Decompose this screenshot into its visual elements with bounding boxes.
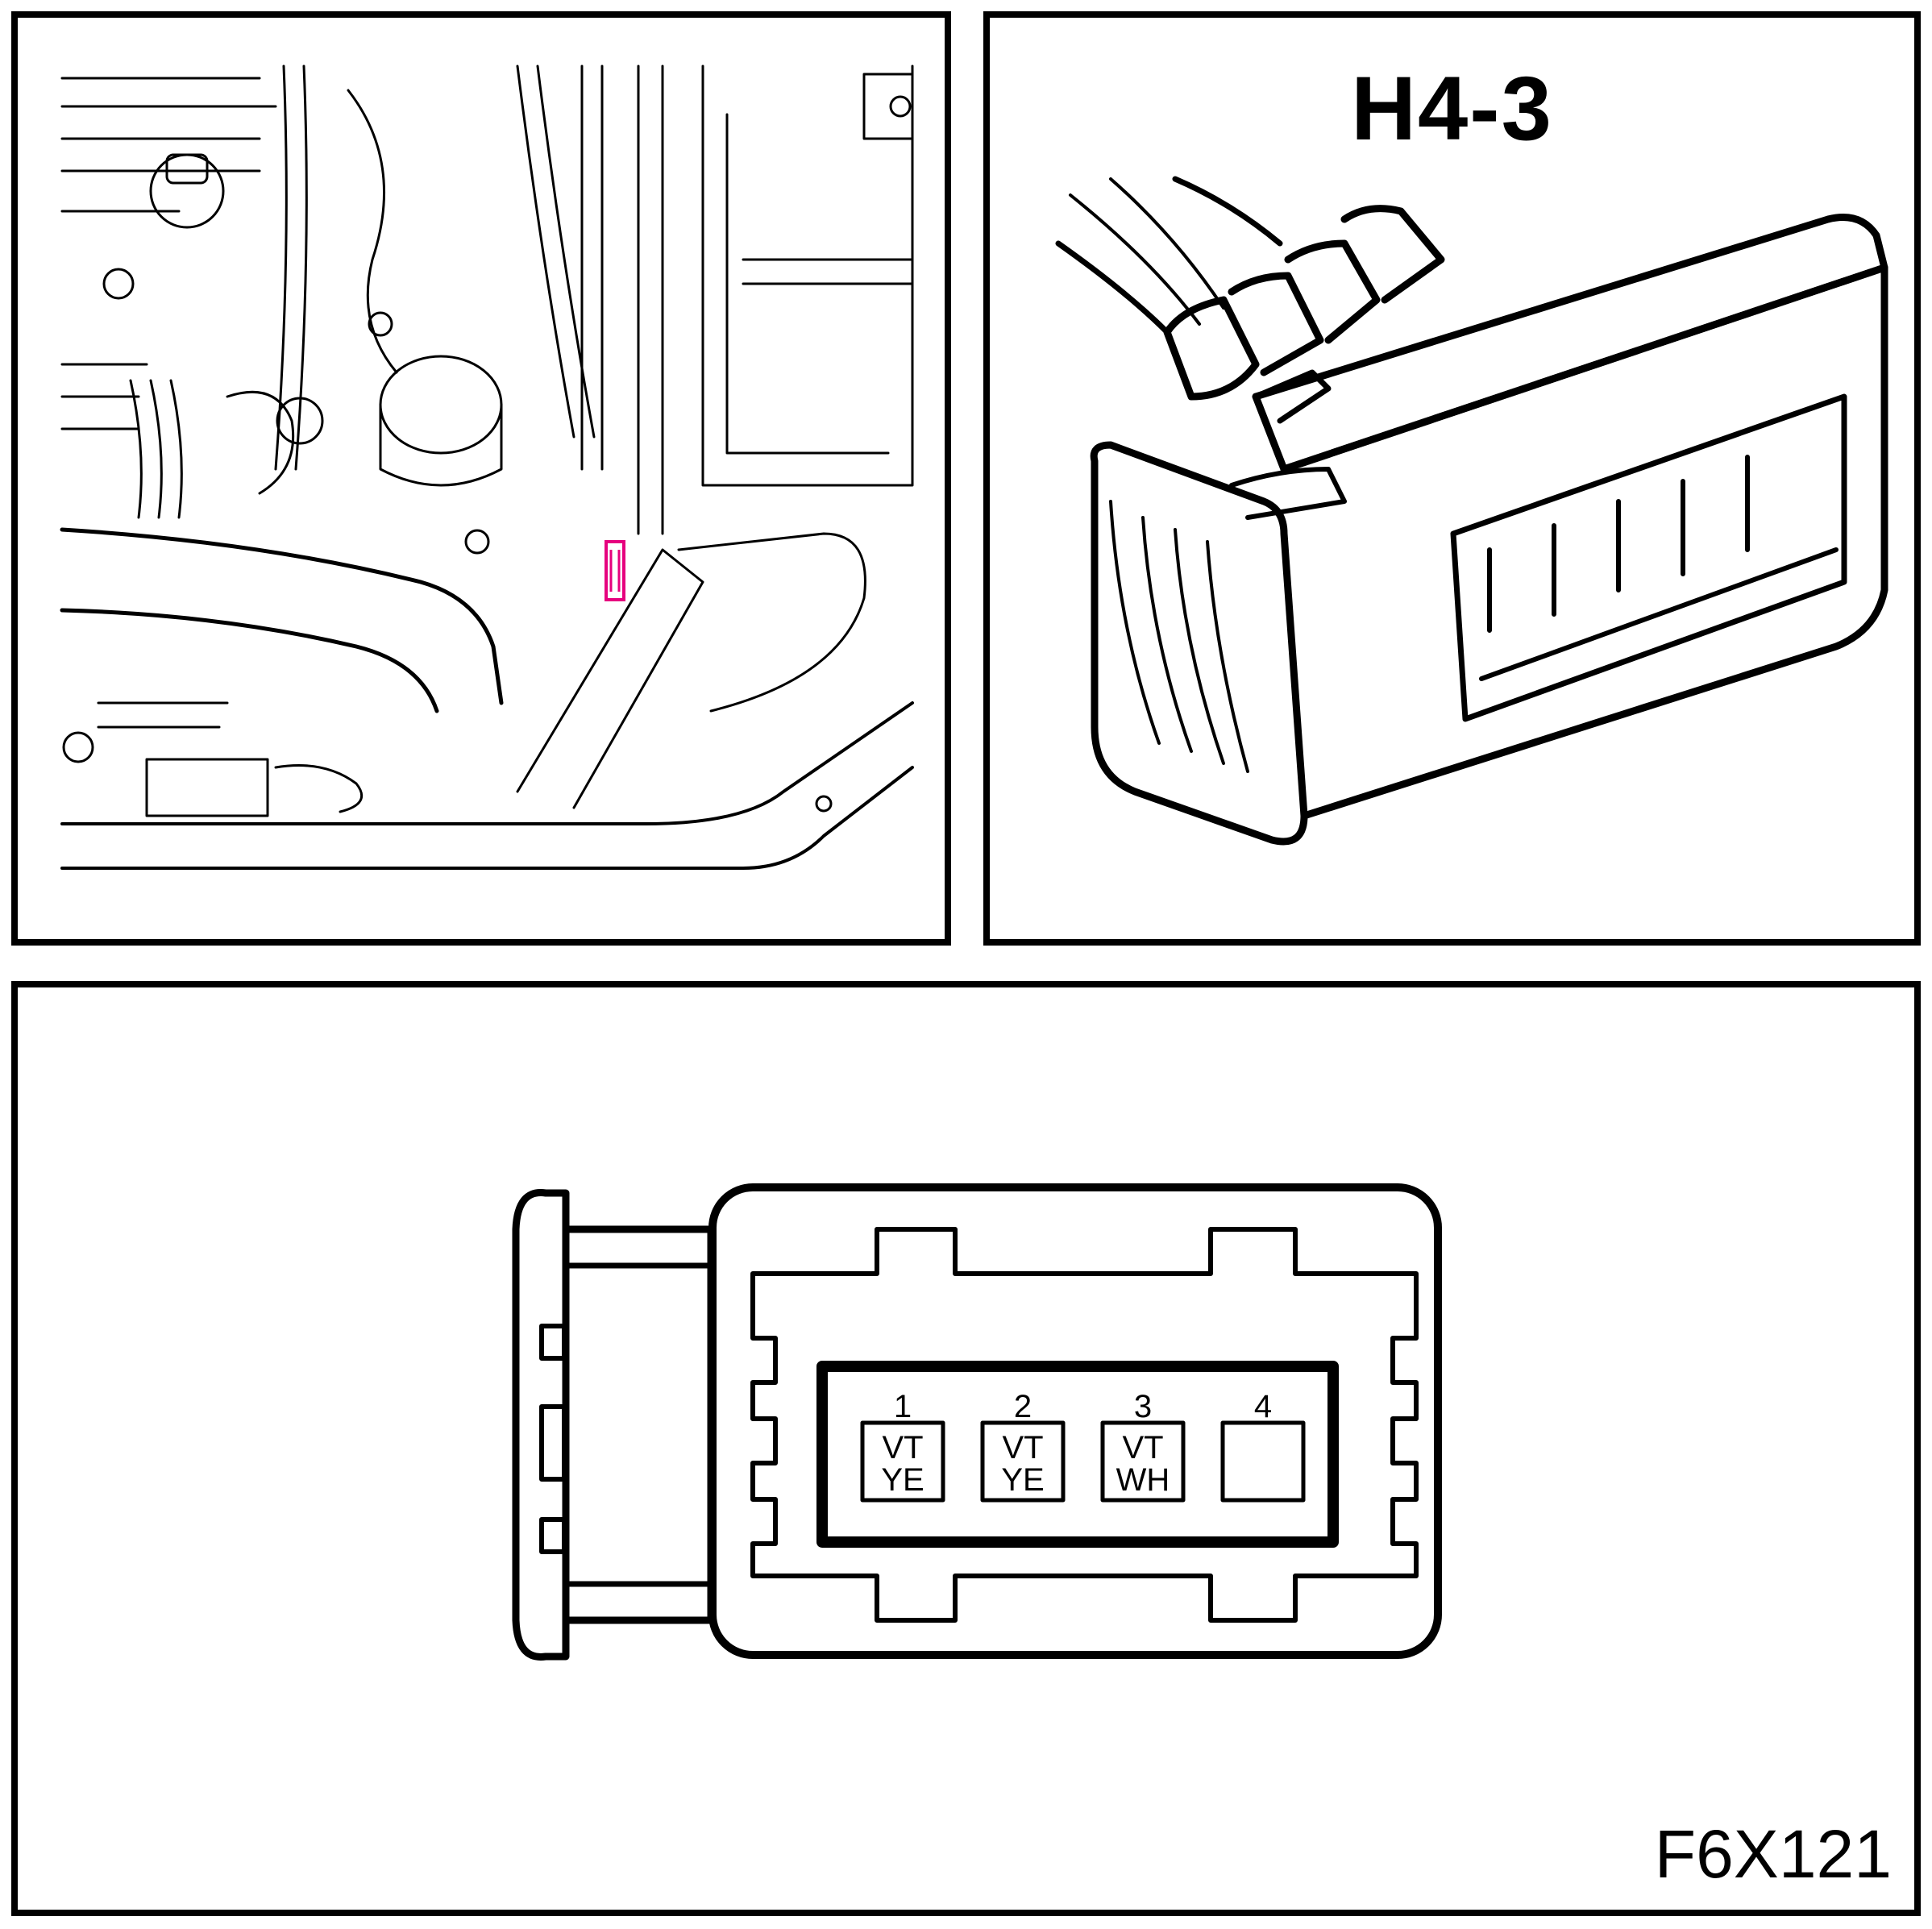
pin-1-cavity [860,1420,945,1503]
pin-3-color-1: VT [1122,1430,1163,1465]
pin-2-number: 2 [1014,1389,1032,1424]
connector-view-panel: H4-3 [983,11,1921,946]
connector-location-marker [605,540,625,601]
pin-1-color-2: YE [881,1462,924,1498]
pin-4-cavity [1220,1420,1306,1503]
connector-id-label: H4-3 [1351,58,1553,159]
pin-3-cavity [1100,1420,1186,1503]
pinout-panel: 1 VT YE 2 VT YE 3 VT WH 4 F6X121 [11,981,1921,1916]
connector-3d-illustration [1055,176,1888,846]
engine-bay-illustration [60,64,914,870]
pin-4-number: 4 [1254,1389,1272,1424]
pin-2-color-2: YE [1001,1462,1044,1498]
connector-face-diagram: 1 VT YE 2 VT YE 3 VT WH 4 [512,1183,1442,1661]
pin-2-cavity [980,1420,1066,1503]
pin-1-color-1: VT [882,1430,923,1465]
pin-1-number: 1 [894,1389,912,1424]
pin-3-number: 3 [1134,1389,1152,1424]
figure-id: F6X121 [1654,1816,1892,1892]
engine-bay-panel [11,11,951,946]
pin-3-color-2: WH [1116,1462,1170,1498]
pin-2-color-1: VT [1002,1430,1043,1465]
